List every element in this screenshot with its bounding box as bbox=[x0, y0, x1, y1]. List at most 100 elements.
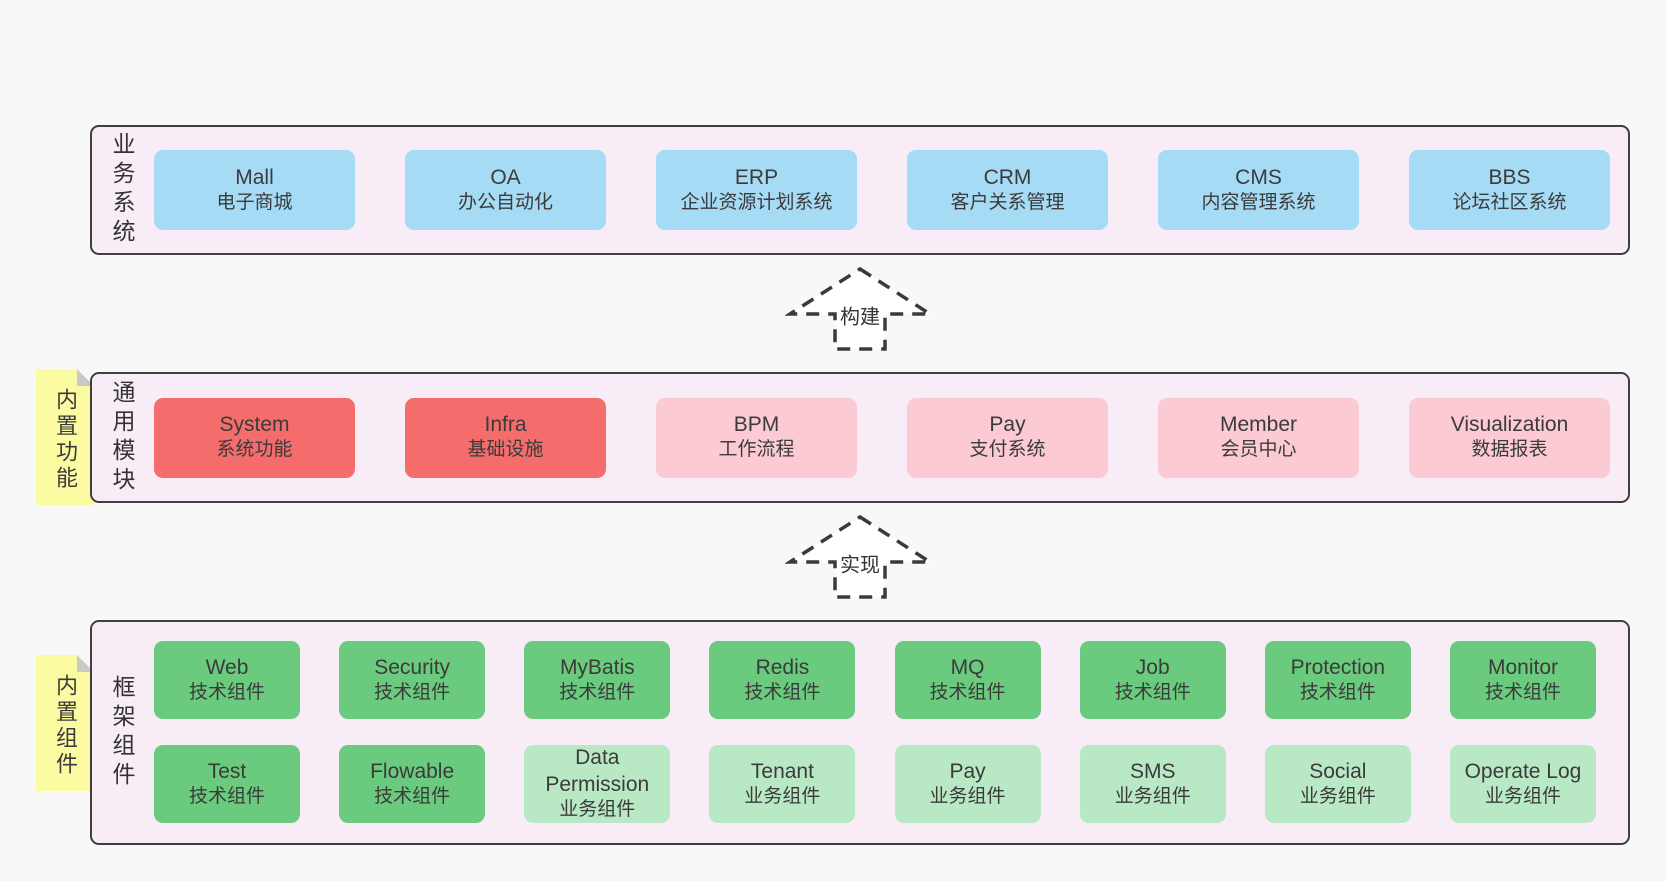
module-name: Protection bbox=[1290, 655, 1386, 679]
band-title: 框架组件 bbox=[109, 674, 135, 791]
module-desc: 客户关系管理 bbox=[950, 191, 1065, 213]
band-title: 通用模块 bbox=[109, 379, 135, 496]
module-name: Job bbox=[1135, 655, 1170, 679]
module-name: SMS bbox=[1129, 759, 1176, 783]
module-desc: 企业资源计划系统 bbox=[680, 191, 833, 213]
module-desc: 技术组件 bbox=[1114, 681, 1191, 703]
module-name: MyBatis bbox=[559, 655, 635, 679]
module-desc: 技术组件 bbox=[1299, 681, 1376, 703]
module-name: Web bbox=[205, 655, 249, 679]
module-desc: 基础设施 bbox=[467, 439, 544, 461]
sticky-note-built-in-components: 内置组件 bbox=[36, 655, 94, 791]
module-name: Social bbox=[1309, 759, 1367, 783]
module-name: Visualization bbox=[1450, 413, 1569, 437]
module-name: Operate Log bbox=[1464, 759, 1582, 783]
module-name: Security bbox=[374, 655, 451, 679]
module-name: Test bbox=[207, 759, 247, 783]
build-arrow: 构建 bbox=[785, 264, 935, 354]
module-name: BBS bbox=[1488, 165, 1531, 189]
module-name: Mall bbox=[235, 165, 274, 189]
module-desc: 论坛社区系统 bbox=[1452, 191, 1567, 213]
module-desc: 会员中心 bbox=[1220, 439, 1297, 461]
module-name: OA bbox=[490, 165, 521, 189]
module-name: Member bbox=[1219, 413, 1298, 437]
module-desc: 技术组件 bbox=[188, 785, 265, 807]
module-desc: 办公自动化 bbox=[457, 191, 553, 213]
module-desc: 业务组件 bbox=[1114, 785, 1191, 807]
module-desc: 技术组件 bbox=[374, 785, 451, 807]
module-name: CMS bbox=[1235, 165, 1282, 189]
module-desc: 电子商城 bbox=[216, 191, 293, 213]
module-name: BPM bbox=[733, 413, 780, 437]
module-name: Pay bbox=[989, 413, 1026, 437]
module-desc: 技术组件 bbox=[559, 681, 636, 703]
module-desc: 技术组件 bbox=[929, 681, 1006, 703]
module-name: Redis bbox=[755, 655, 810, 679]
module-desc: 业务组件 bbox=[1299, 785, 1376, 807]
module-desc: 内容管理系统 bbox=[1201, 191, 1316, 213]
module-desc: 技术组件 bbox=[188, 681, 265, 703]
implement-arrow: 实现 bbox=[785, 512, 935, 602]
band-title: 业务系统 bbox=[109, 132, 135, 248]
module-desc: 系统功能 bbox=[216, 439, 293, 461]
arrow-label: 构建 bbox=[837, 299, 883, 331]
module-name: ERP bbox=[734, 165, 779, 189]
module-desc: 技术组件 bbox=[374, 681, 451, 703]
sticky-note-text: 内置组件 bbox=[53, 673, 78, 778]
module-desc: 工作流程 bbox=[718, 439, 795, 461]
module-desc: 技术组件 bbox=[744, 681, 821, 703]
sticky-note-built-in-features: 内置功能 bbox=[36, 369, 94, 505]
module-name: Tenant bbox=[750, 759, 814, 783]
module-desc: 业务组件 bbox=[1484, 785, 1561, 807]
sticky-note-text: 内置功能 bbox=[53, 387, 78, 492]
module-desc: 支付系统 bbox=[969, 439, 1046, 461]
module-name: MQ bbox=[950, 655, 985, 679]
module-desc: 技术组件 bbox=[1484, 681, 1561, 703]
module-desc: 业务组件 bbox=[559, 798, 636, 820]
module-name: Flowable bbox=[370, 759, 455, 783]
module-desc: 业务组件 bbox=[744, 785, 821, 807]
module-name: Infra bbox=[484, 413, 527, 437]
module-name: CRM bbox=[983, 165, 1032, 189]
module-name: Data Permission bbox=[545, 746, 650, 796]
module-desc: 业务组件 bbox=[929, 785, 1006, 807]
arrow-label: 实现 bbox=[837, 547, 883, 579]
module-desc: 数据报表 bbox=[1471, 439, 1548, 461]
